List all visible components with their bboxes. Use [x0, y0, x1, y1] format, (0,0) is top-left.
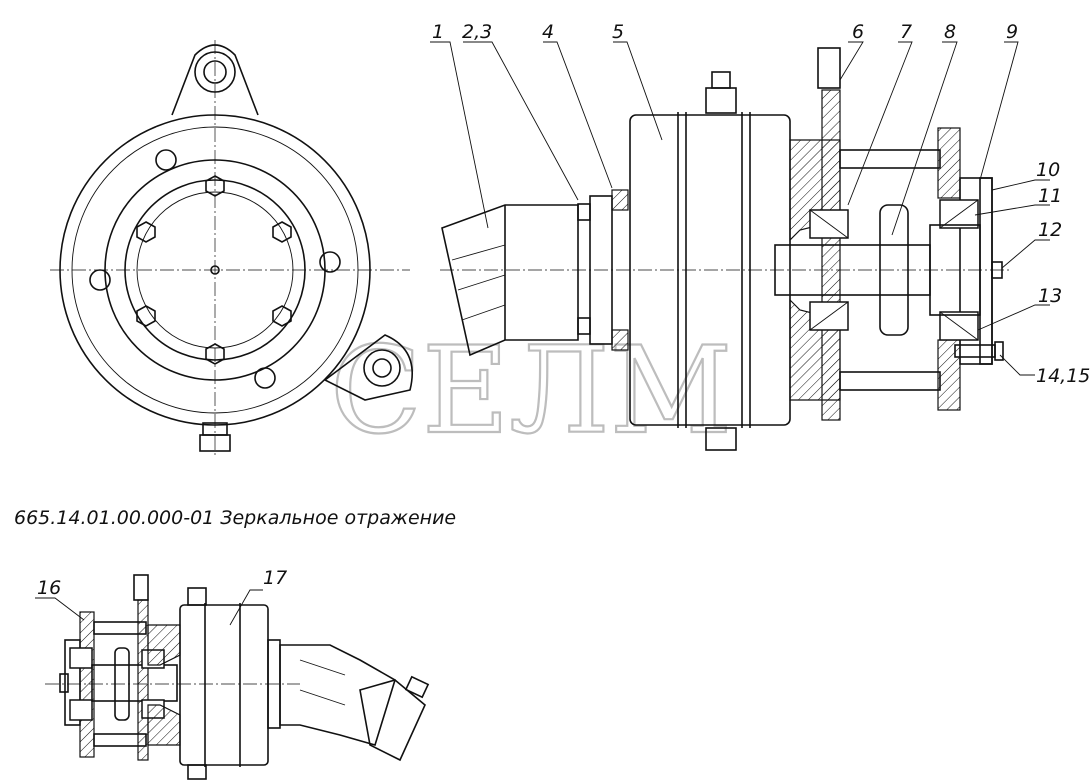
callout-9: 9 — [1006, 21, 1018, 43]
callout-14-15: 14,15 — [1036, 365, 1090, 387]
callout-5: 5 — [612, 21, 624, 43]
side-section-view — [440, 47, 1010, 451]
callout-6: 6 — [852, 21, 864, 43]
drawing-caption: 665.14.01.00.000-01 Зеркальное отражение — [14, 507, 456, 529]
watermark: СЕЛМ — [330, 322, 732, 461]
callout-11: 11 — [1038, 185, 1062, 207]
callout-8: 8 — [944, 21, 956, 43]
callout-4: 4 — [542, 21, 554, 43]
callout-7: 7 — [900, 21, 912, 43]
mirrored-view — [45, 574, 430, 780]
callout-12: 12 — [1038, 219, 1062, 241]
callout-17: 17 — [263, 567, 287, 589]
leader-lines — [35, 41, 1050, 626]
callout-16: 16 — [37, 577, 61, 599]
callout-13: 13 — [1038, 285, 1062, 307]
callout-labels: 1 2,3 4 5 6 7 8 9 10 11 12 13 14,15 16 1… — [37, 21, 1090, 599]
callout-1: 1 — [432, 21, 444, 43]
callout-2-3: 2,3 — [462, 21, 492, 43]
front-view — [50, 40, 414, 455]
callout-10: 10 — [1036, 159, 1060, 181]
